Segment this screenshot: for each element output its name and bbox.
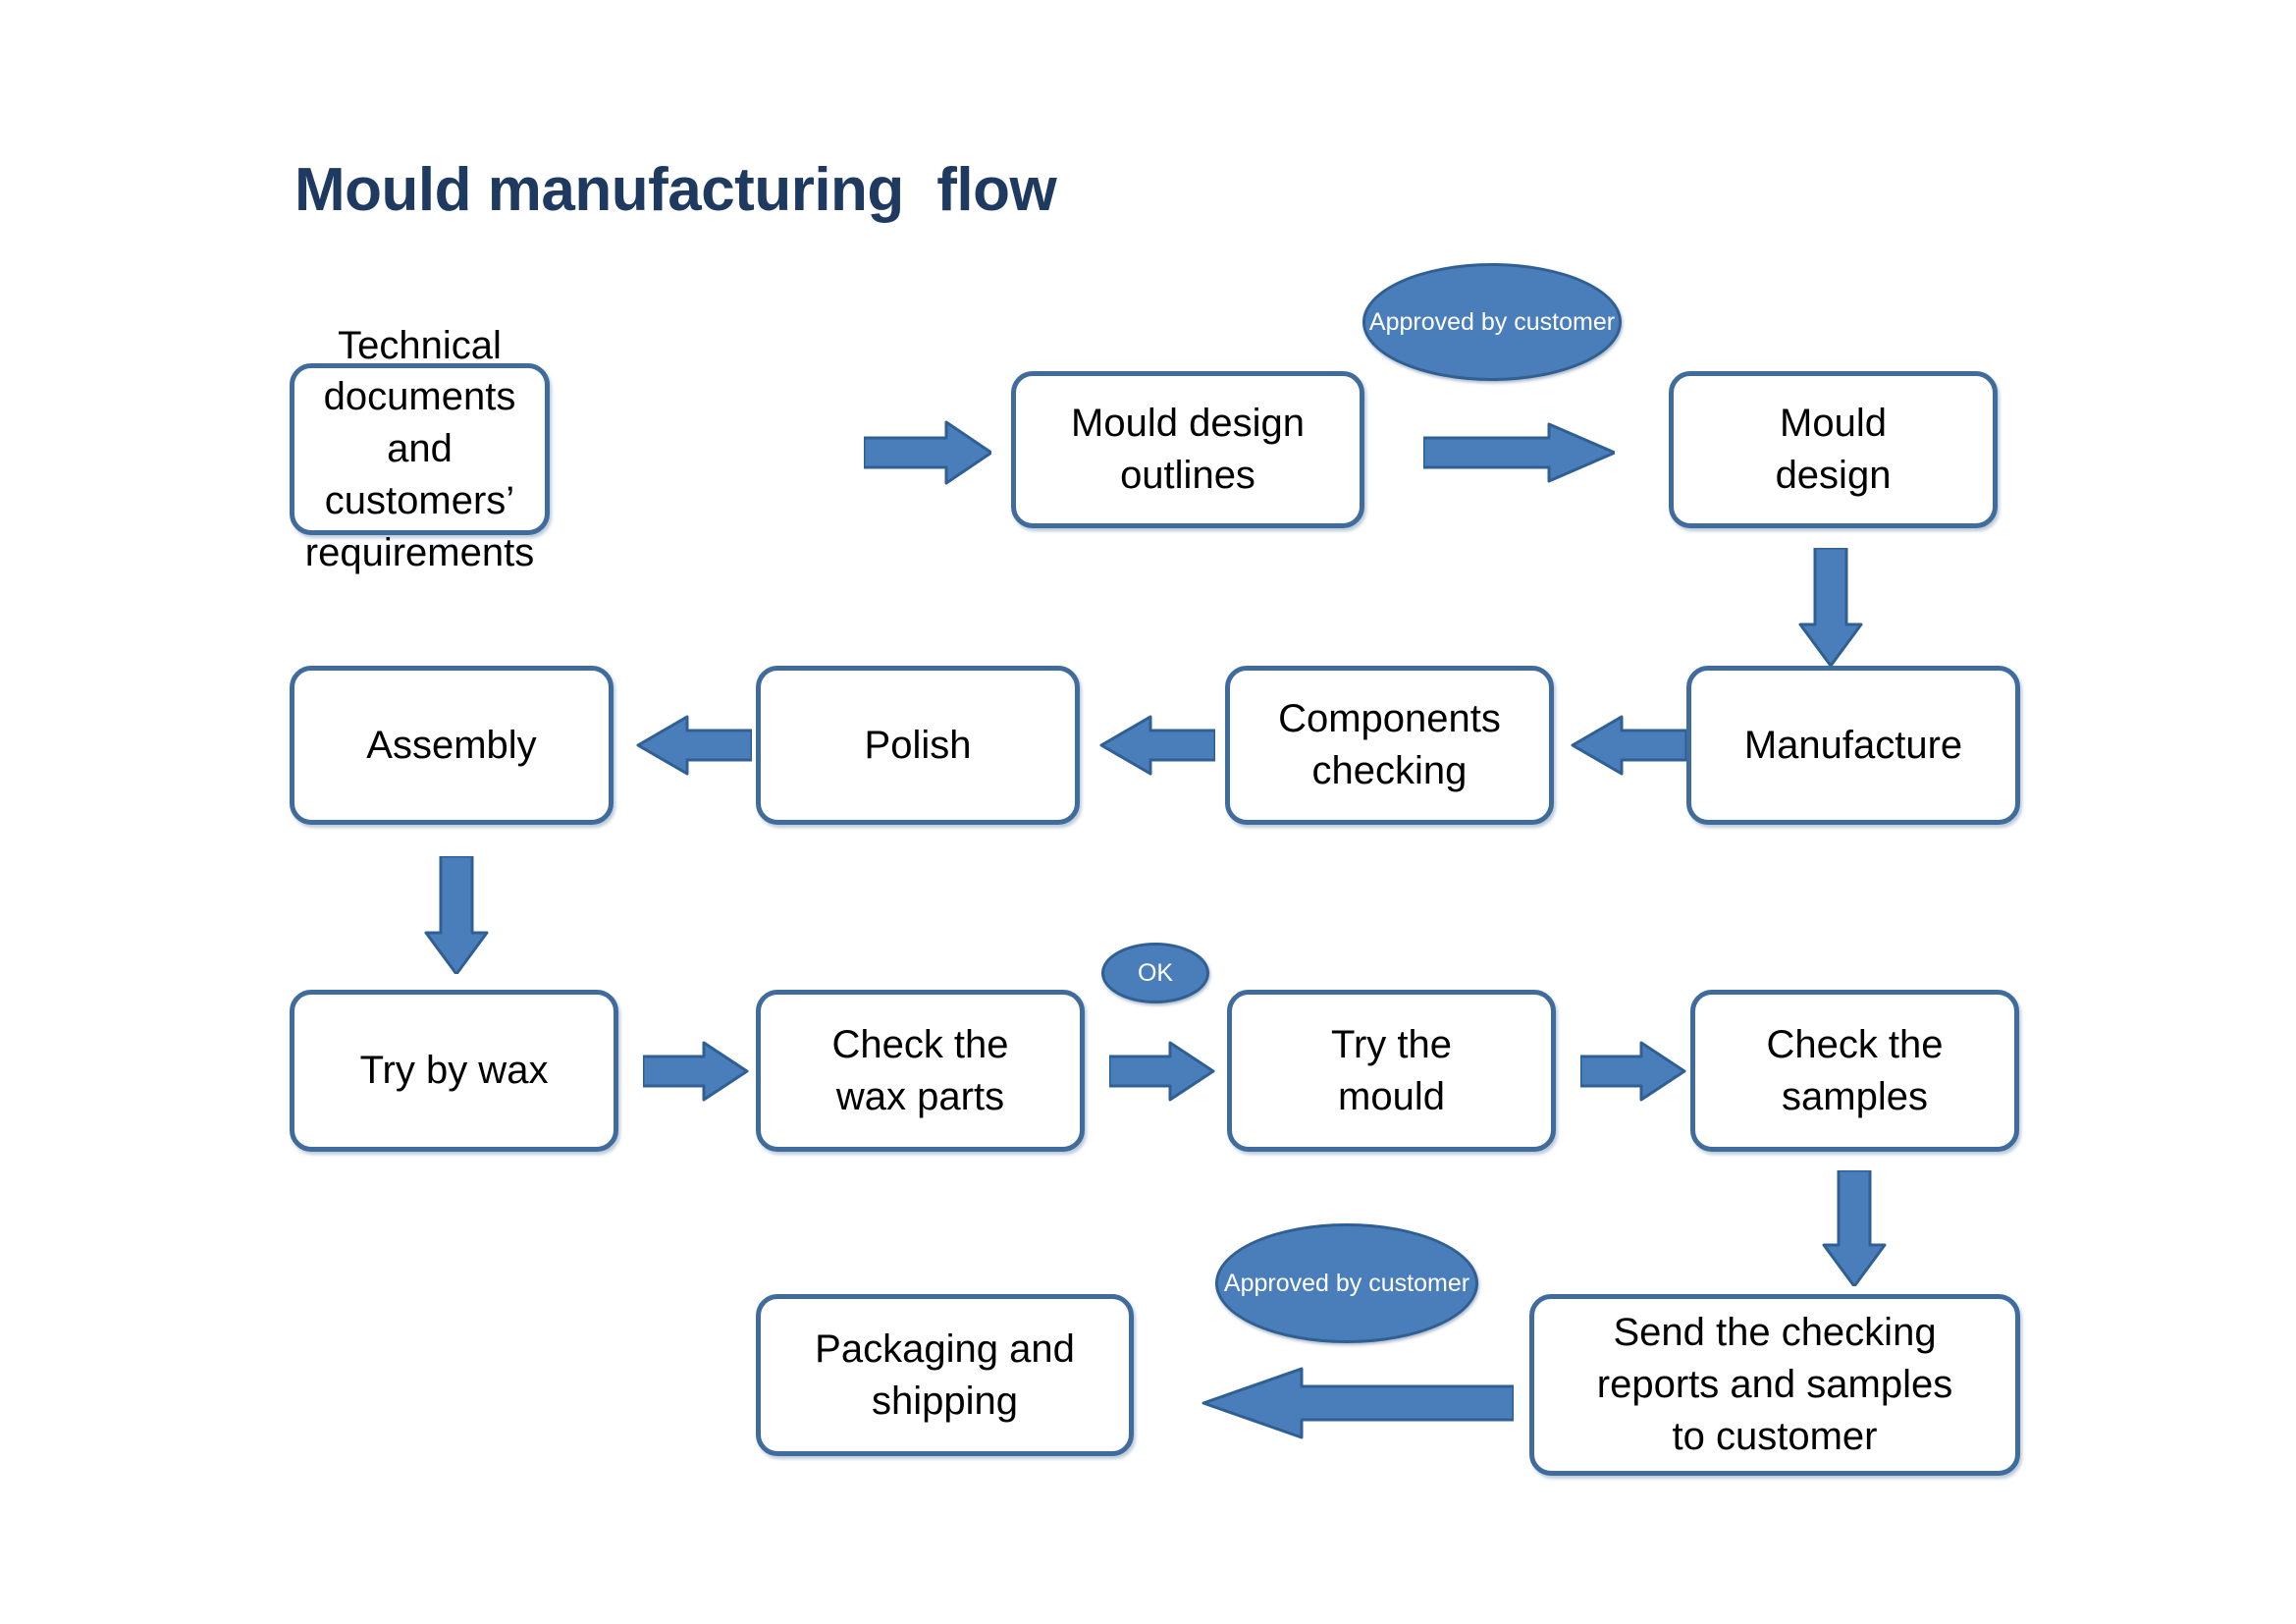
- callout-line: by: [1335, 1270, 1362, 1297]
- arrow-checkwax-to-trymould: [1109, 1041, 1215, 1102]
- node-try-by-wax[interactable]: Try by wax: [290, 990, 618, 1152]
- arrow-sendreports-to-packaging: [1200, 1365, 1514, 1441]
- callout-line: customer: [1368, 1270, 1470, 1297]
- arrow-checksamples-to-sendreports: [1822, 1170, 1887, 1286]
- callout-line: OK: [1137, 959, 1174, 987]
- callout-line: Approved: [1223, 1270, 1329, 1297]
- node-line: reports and samples: [1596, 1363, 1953, 1407]
- callout-line: Approved: [1368, 308, 1474, 336]
- node-check-wax-parts[interactable]: Check the wax parts: [756, 990, 1085, 1152]
- node-line: Check the: [831, 1022, 1009, 1066]
- callout-approved-by-customer-top: Approved by customer: [1362, 263, 1622, 381]
- node-technical-documents[interactable]: Technical documents and customers’ requi…: [290, 324, 550, 574]
- node-mould-design-outlines[interactable]: Mould design outlines: [1011, 371, 1364, 528]
- node-line: Manufacture: [1743, 723, 1963, 767]
- arrow-manufacture-to-components: [1571, 715, 1686, 776]
- node-line: outlines: [1120, 454, 1255, 497]
- callout-approved-by-customer-bottom: Approved by customer: [1215, 1223, 1478, 1343]
- node-polish[interactable]: Polish: [756, 666, 1080, 825]
- arrow-design-to-manufacture: [1798, 548, 1863, 666]
- node-line: Mould design: [1071, 402, 1305, 446]
- node-line: samples: [1782, 1074, 1928, 1118]
- arrow-polish-to-assembly: [636, 715, 752, 776]
- node-line: Packaging and: [815, 1326, 1075, 1371]
- page-title: Mould manufacturing flow: [294, 156, 1057, 224]
- node-line: Mould: [1780, 402, 1887, 446]
- node-line: to customer: [1672, 1414, 1878, 1458]
- node-line: shipping: [871, 1379, 1018, 1423]
- callout-line: customer: [1514, 308, 1616, 336]
- node-line: and customers’: [324, 427, 515, 522]
- node-line: Try the: [1331, 1022, 1452, 1066]
- node-packaging-shipping[interactable]: Packaging and shipping: [756, 1294, 1134, 1456]
- arrow-components-to-polish: [1099, 715, 1215, 776]
- arrow-tech-to-outlines: [864, 420, 991, 485]
- node-assembly[interactable]: Assembly: [290, 666, 614, 825]
- callout-ok: OK: [1101, 943, 1209, 1003]
- callout-line: by: [1480, 308, 1508, 336]
- node-try-the-mould[interactable]: Try the mould: [1227, 990, 1556, 1152]
- arrow-outlines-to-design: [1423, 422, 1615, 483]
- node-line: Technical documents: [323, 323, 516, 419]
- node-line: Check the: [1766, 1022, 1944, 1066]
- node-send-reports[interactable]: Send the checking reports and samples to…: [1529, 1294, 2020, 1476]
- node-line: Components: [1278, 697, 1501, 741]
- arrow-trywax-to-checkwax: [643, 1041, 749, 1102]
- arrow-trymould-to-checksamples: [1580, 1041, 1686, 1102]
- node-line: requirements: [304, 530, 535, 574]
- arrow-assembly-to-try-by-wax: [424, 856, 489, 974]
- node-mould-design[interactable]: Mould design: [1669, 371, 1998, 528]
- node-components-checking[interactable]: Components checking: [1225, 666, 1554, 825]
- node-line: Assembly: [366, 723, 537, 767]
- node-line: checking: [1311, 749, 1468, 792]
- node-manufacture[interactable]: Manufacture: [1686, 666, 2020, 825]
- node-line: mould: [1338, 1074, 1445, 1118]
- node-line: design: [1775, 454, 1892, 497]
- node-line: Send the checking: [1613, 1311, 1937, 1355]
- node-check-samples[interactable]: Check the samples: [1690, 990, 2019, 1152]
- node-line: Polish: [864, 723, 972, 767]
- node-line: wax parts: [835, 1074, 1005, 1118]
- node-line: Try by wax: [359, 1049, 549, 1093]
